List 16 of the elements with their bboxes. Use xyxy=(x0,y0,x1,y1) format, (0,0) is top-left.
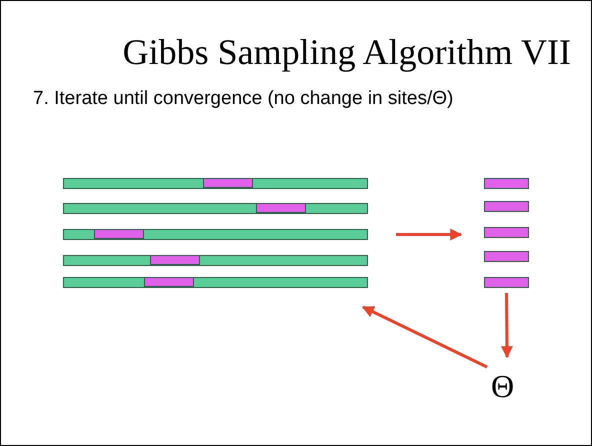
site-bar xyxy=(484,277,529,288)
site-bar xyxy=(484,227,529,238)
arrow xyxy=(362,306,488,368)
slide-title: Gibbs Sampling Algorithm VII xyxy=(122,31,571,73)
site-bar xyxy=(484,251,529,262)
step-text: 7. Iterate until convergence (no change in sites/Θ) xyxy=(33,88,454,110)
arrow xyxy=(500,292,513,358)
sequence-bar xyxy=(63,255,368,266)
theta-symbol: Θ xyxy=(491,369,514,403)
arrow xyxy=(396,228,462,240)
sequence-bar xyxy=(63,203,368,214)
site-bar xyxy=(484,178,529,189)
site-bar xyxy=(484,201,529,212)
sequence-bar xyxy=(63,178,368,189)
sequence-bar xyxy=(63,277,368,288)
sequence-bar xyxy=(63,229,368,240)
